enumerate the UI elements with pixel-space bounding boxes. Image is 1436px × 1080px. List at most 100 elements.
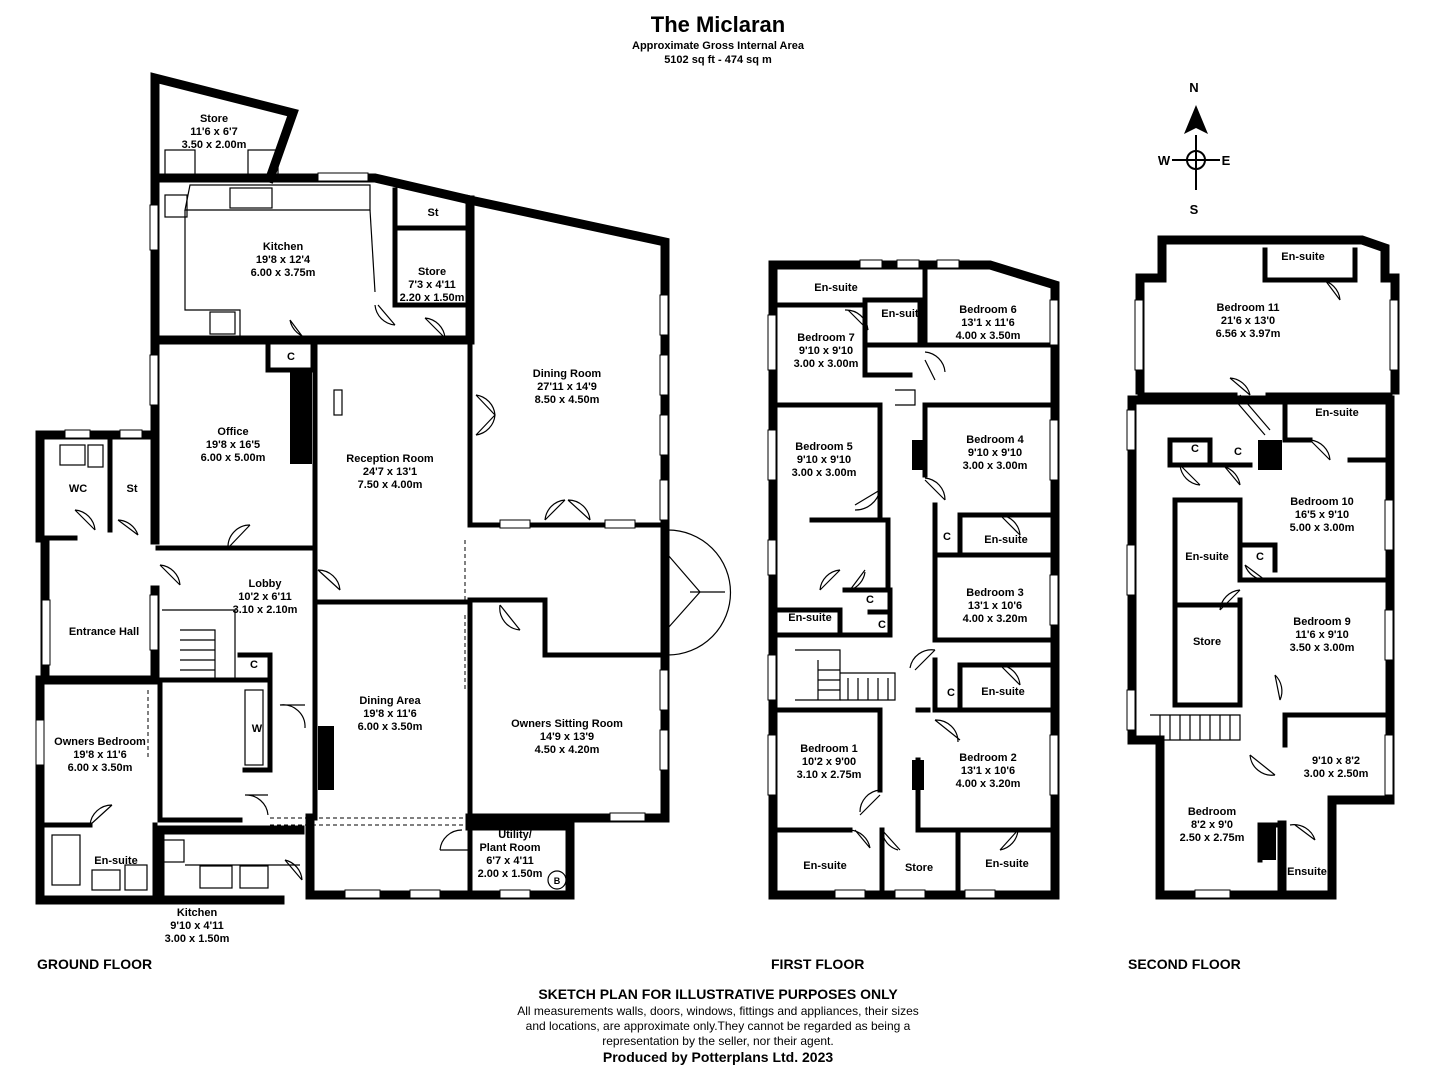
label-st: St bbox=[127, 483, 138, 495]
second-floor-plan bbox=[1126, 235, 1400, 900]
label-second-ensuite-2: En-suite bbox=[1315, 407, 1358, 419]
svg-text:3.00 x 2.50m: 3.00 x 2.50m bbox=[1304, 768, 1369, 780]
label-first-ensuite-3: En-suite bbox=[984, 534, 1027, 546]
disclaimer-line-3: representation by the seller, nor their … bbox=[602, 1034, 834, 1048]
svg-text:Entrance Hall: Entrance Hall bbox=[69, 626, 139, 638]
label-st-2: St bbox=[428, 207, 439, 219]
label-second-c-3: C bbox=[1256, 551, 1264, 563]
svg-text:9'10 x 4'11: 9'10 x 4'11 bbox=[170, 920, 224, 932]
room-ground-kitchen-small: Kitchen 9'10 x 4'11 3.00 x 1.50m bbox=[165, 907, 230, 945]
room-ground-owners-sitting: Owners Sitting Room 14'9 x 13'9 4.50 x 4… bbox=[511, 718, 623, 756]
svg-text:16'5 x 9'10: 16'5 x 9'10 bbox=[1295, 509, 1349, 521]
svg-text:Kitchen: Kitchen bbox=[263, 241, 304, 253]
floor-label-second: SECOND FLOOR bbox=[1128, 956, 1241, 972]
svg-text:27'11 x 14'9: 27'11 x 14'9 bbox=[537, 381, 597, 393]
svg-text:Dining Area: Dining Area bbox=[359, 695, 421, 707]
svg-text:Bedroom 9: Bedroom 9 bbox=[1293, 616, 1350, 628]
label-wc: WC bbox=[69, 483, 87, 495]
svg-text:24'7 x 13'1: 24'7 x 13'1 bbox=[363, 466, 417, 478]
svg-text:10'2 x 6'11: 10'2 x 6'11 bbox=[238, 591, 292, 603]
room-second-bedroom-10: Bedroom 10 16'5 x 9'10 5.00 x 3.00m bbox=[1290, 496, 1355, 534]
label-boiler: B bbox=[554, 876, 561, 886]
svg-text:7.50 x 4.00m: 7.50 x 4.00m bbox=[358, 479, 423, 491]
label-first-c-2: C bbox=[866, 594, 874, 606]
svg-text:3.50 x 2.00m: 3.50 x 2.00m bbox=[182, 139, 247, 151]
plan-area: 5102 sq ft - 474 sq m bbox=[664, 54, 772, 66]
svg-text:Owners Bedroom: Owners Bedroom bbox=[54, 736, 146, 748]
svg-text:4.00 x 3.20m: 4.00 x 3.20m bbox=[963, 613, 1028, 625]
label-first-ensuite-5: En-suite bbox=[981, 686, 1024, 698]
room-second-bedroom: Bedroom 8'2 x 9'0 2.50 x 2.75m bbox=[1180, 806, 1245, 844]
svg-text:11'6 x 6'7: 11'6 x 6'7 bbox=[190, 126, 237, 138]
svg-text:4.00 x 3.50m: 4.00 x 3.50m bbox=[956, 330, 1021, 342]
room-ground-lobby: Lobby 10'2 x 6'11 3.10 x 2.10m bbox=[233, 578, 298, 616]
plan-title: The Miclaran bbox=[650, 12, 786, 37]
label-first-store: Store bbox=[905, 862, 933, 874]
room-first-bedroom-2: Bedroom 2 13'1 x 10'6 4.00 x 3.20m bbox=[956, 752, 1021, 790]
svg-text:3.00 x 3.00m: 3.00 x 3.00m bbox=[963, 460, 1028, 472]
room-first-bedroom-1: Bedroom 1 10'2 x 9'00 3.10 x 2.75m bbox=[797, 743, 862, 781]
room-first-bedroom-3: Bedroom 3 13'1 x 10'6 4.00 x 3.20m bbox=[963, 587, 1028, 625]
compass-rose: N S W E bbox=[1158, 80, 1231, 217]
svg-text:Store: Store bbox=[418, 266, 446, 278]
svg-text:19'8 x 12'4: 19'8 x 12'4 bbox=[256, 254, 311, 266]
svg-text:6.00 x 3.50m: 6.00 x 3.50m bbox=[68, 762, 133, 774]
svg-text:Bedroom 2: Bedroom 2 bbox=[959, 752, 1016, 764]
room-ground-kitchen: Kitchen 19'8 x 12'4 6.00 x 3.75m bbox=[251, 241, 316, 279]
svg-text:14'9 x 13'9: 14'9 x 13'9 bbox=[540, 731, 594, 743]
compass-east: E bbox=[1222, 153, 1231, 168]
svg-text:Dining Room: Dining Room bbox=[533, 368, 602, 380]
svg-text:3.10 x 2.10m: 3.10 x 2.10m bbox=[233, 604, 298, 616]
room-ground-dining-area: Dining Area 19'8 x 11'6 6.00 x 3.50m bbox=[358, 695, 423, 733]
compass-south: S bbox=[1190, 202, 1199, 217]
room-ground-office: Office 19'8 x 16'5 6.00 x 5.00m bbox=[201, 426, 266, 464]
svg-text:13'1 x 11'6: 13'1 x 11'6 bbox=[961, 317, 1015, 329]
label-wardrobe: W bbox=[252, 723, 263, 735]
label-second-ensuite-3: En-suite bbox=[1185, 551, 1228, 563]
svg-text:2.20 x 1.50m: 2.20 x 1.50m bbox=[400, 292, 465, 304]
svg-text:9'10 x 9'10: 9'10 x 9'10 bbox=[968, 447, 1022, 459]
svg-text:8'2 x 9'0: 8'2 x 9'0 bbox=[1191, 819, 1233, 831]
svg-text:19'8 x 11'6: 19'8 x 11'6 bbox=[363, 708, 417, 720]
svg-text:Store: Store bbox=[200, 113, 228, 125]
svg-text:9'10 x 9'10: 9'10 x 9'10 bbox=[797, 454, 851, 466]
room-second-unnamed: 9'10 x 8'2 3.00 x 2.50m bbox=[1304, 755, 1369, 780]
svg-text:9'10 x 8'2: 9'10 x 8'2 bbox=[1312, 755, 1360, 767]
room-first-bedroom-7: Bedroom 7 9'10 x 9'10 3.00 x 3.00m bbox=[794, 332, 859, 370]
disclaimer-line-1: All measurements walls, doors, windows, … bbox=[517, 1004, 919, 1018]
svg-text:Bedroom 1: Bedroom 1 bbox=[800, 743, 857, 755]
label-second-ensuite-1: En-suite bbox=[1281, 251, 1324, 263]
svg-text:13'1 x 10'6: 13'1 x 10'6 bbox=[968, 600, 1022, 612]
svg-text:Bedroom 4: Bedroom 4 bbox=[966, 434, 1024, 446]
svg-text:Reception Room: Reception Room bbox=[346, 453, 434, 465]
svg-text:Bedroom 3: Bedroom 3 bbox=[966, 587, 1023, 599]
room-ground-reception: Reception Room 24'7 x 13'1 7.50 x 4.00m bbox=[346, 453, 434, 491]
svg-text:7'3 x 4'11: 7'3 x 4'11 bbox=[408, 279, 455, 291]
label-first-c-4: C bbox=[947, 687, 955, 699]
room-ground-store-small: Store 7'3 x 4'11 2.20 x 1.50m bbox=[400, 266, 465, 304]
room-ground-ensuite: En-suite bbox=[94, 855, 137, 867]
ground-floor-plan bbox=[35, 72, 732, 905]
svg-text:Bedroom 5: Bedroom 5 bbox=[795, 441, 852, 453]
svg-text:21'6 x 13'0: 21'6 x 13'0 bbox=[1221, 315, 1275, 327]
svg-text:19'8 x 16'5: 19'8 x 16'5 bbox=[206, 439, 260, 451]
label-first-ensuite-2: En-suite bbox=[881, 308, 924, 320]
disclaimer-line-2: and locations, are approximate only.They… bbox=[525, 1019, 911, 1033]
room-second-bedroom-11: Bedroom 11 21'6 x 13'0 6.56 x 3.97m bbox=[1216, 302, 1281, 340]
compass-west: W bbox=[1158, 153, 1171, 168]
svg-text:19'8 x 11'6: 19'8 x 11'6 bbox=[73, 749, 127, 761]
floor-label-first: FIRST FLOOR bbox=[771, 956, 865, 972]
svg-text:10'2 x 9'00: 10'2 x 9'00 bbox=[802, 756, 856, 768]
label-cupboard: C bbox=[287, 351, 295, 363]
svg-text:Utility/: Utility/ bbox=[498, 829, 532, 841]
label-first-c-3: C bbox=[878, 619, 886, 631]
svg-text:Kitchen: Kitchen bbox=[177, 907, 218, 919]
label-second-store: Store bbox=[1193, 636, 1221, 648]
svg-text:3.50 x 3.00m: 3.50 x 3.00m bbox=[1290, 642, 1355, 654]
svg-text:Lobby: Lobby bbox=[249, 578, 283, 590]
producer-credit: Produced by Potterplans Ltd. 2023 bbox=[602, 1049, 834, 1065]
svg-text:Owners Sitting Room: Owners Sitting Room bbox=[511, 718, 623, 730]
label-second-c-1: C bbox=[1191, 443, 1199, 455]
room-first-bedroom-6: Bedroom 6 13'1 x 11'6 4.00 x 3.50m bbox=[956, 304, 1021, 342]
